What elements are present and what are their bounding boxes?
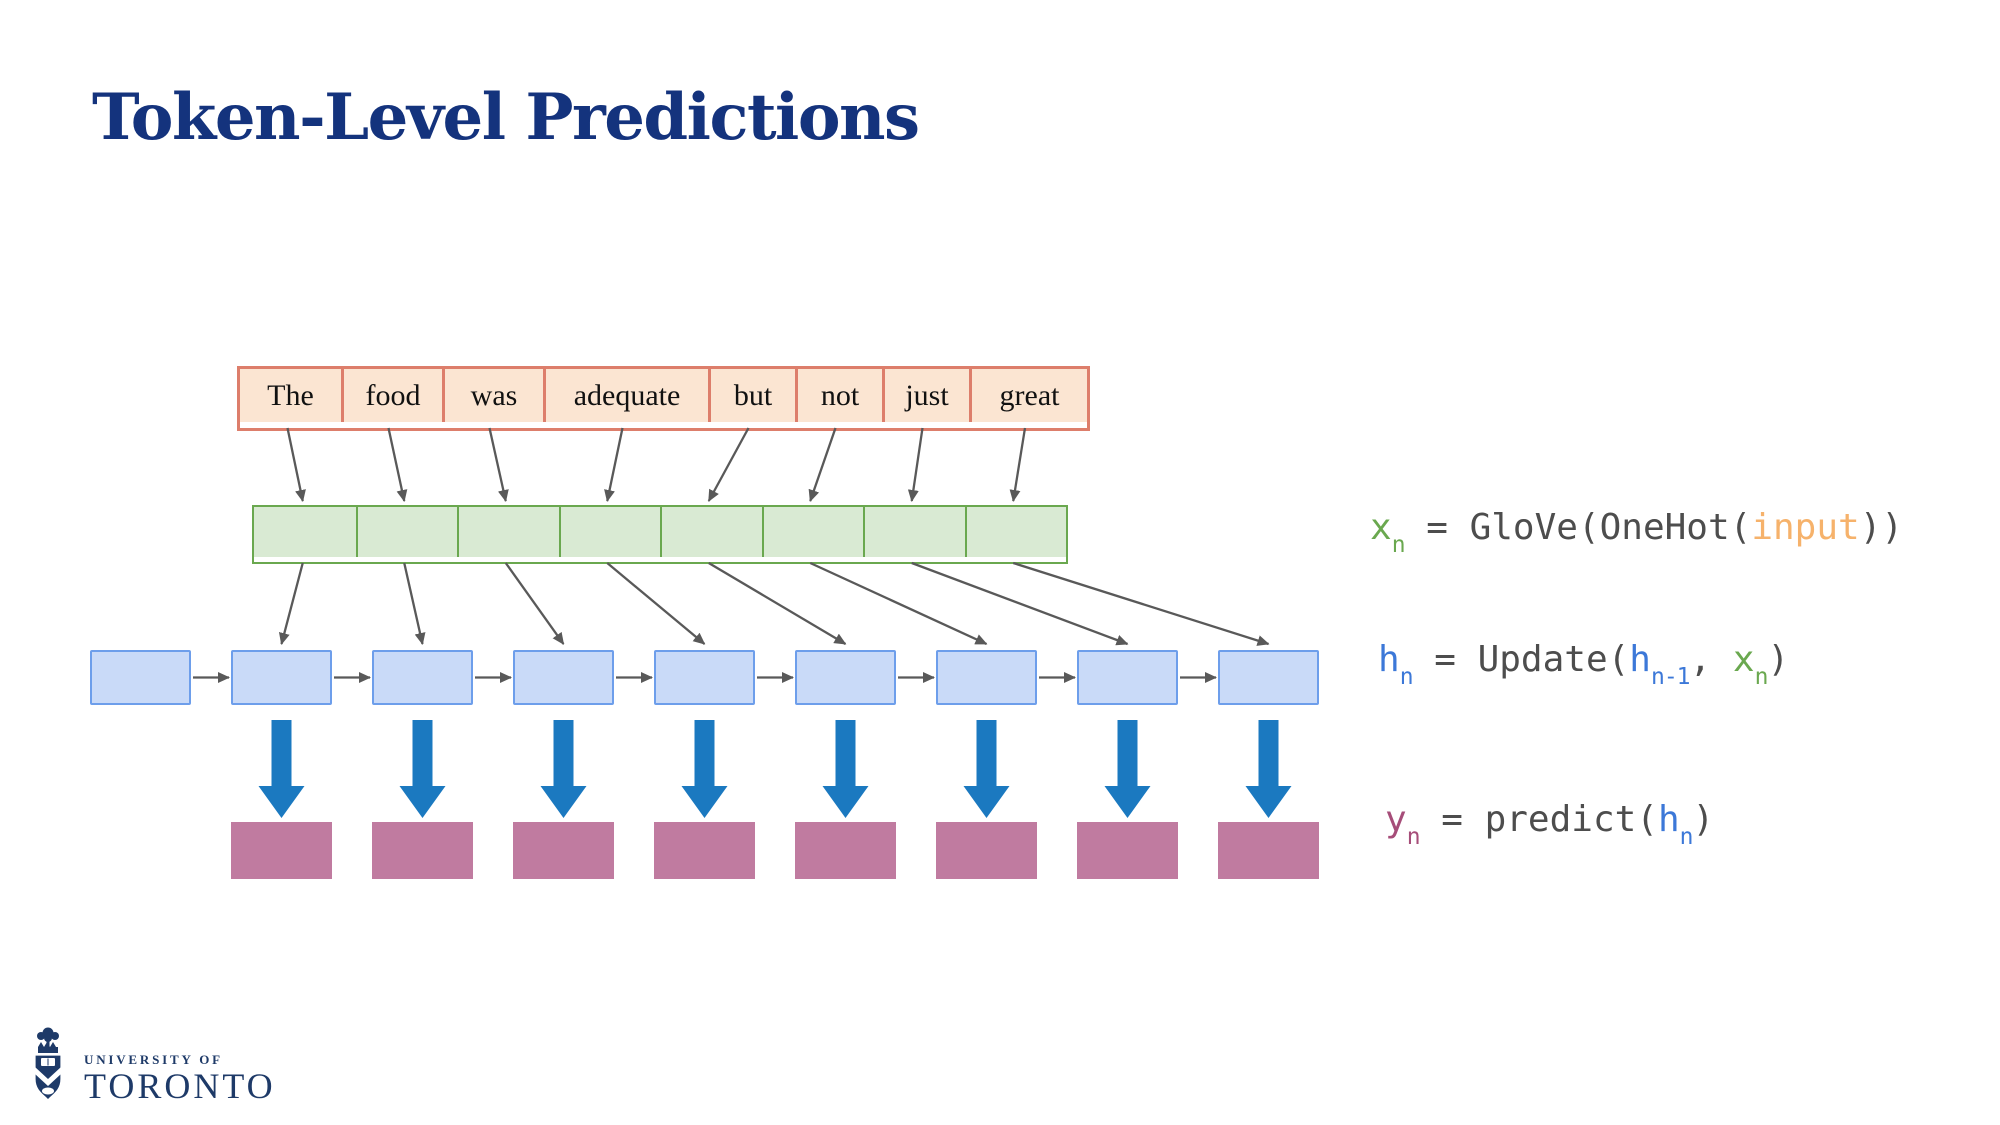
equation-segment: x	[1370, 507, 1392, 548]
predict-arrow-icon	[822, 720, 869, 818]
logo-university-of: UNIVERSITY OF	[84, 1051, 223, 1067]
token-cell-food: food	[341, 369, 442, 422]
equation-segment: input	[1751, 507, 1860, 548]
page-title: Token-Level Predictions	[92, 80, 920, 155]
prediction-box	[231, 822, 332, 879]
equation-segment: ))	[1859, 507, 1904, 548]
embedding-cell	[863, 507, 965, 557]
equation-segment: n	[1399, 664, 1414, 690]
embedding-cell	[660, 507, 762, 557]
token-cell-just: just	[882, 369, 969, 422]
embedding-to-hidden-arrow	[606, 562, 706, 645]
equation-segment: h	[1657, 799, 1680, 840]
hidden-state-box	[1077, 650, 1178, 705]
embedding-cell	[964, 507, 1066, 557]
equation-h: hn = Update(hn-1, xn)	[1378, 638, 1790, 690]
predict-arrow-icon	[399, 720, 446, 818]
hidden-state-box	[90, 650, 191, 705]
prediction-box	[1218, 822, 1319, 879]
equation-segment: )	[1767, 639, 1790, 680]
token-cell-the: The	[240, 369, 341, 422]
uoft-logo: UNIVERSITY OF TORONTO	[28, 1026, 276, 1110]
token-to-embedding-arrow	[387, 427, 408, 502]
token-to-embedding-arrow	[907, 427, 924, 502]
equation-segment: = GloVe(OneHot(	[1404, 507, 1752, 548]
token-cell-but: but	[708, 369, 795, 422]
embedding-to-hidden-arrow	[504, 562, 565, 645]
embedding-to-hidden-arrow	[708, 562, 847, 645]
equation-segment: n	[1406, 824, 1421, 850]
equation-segment: n	[1391, 532, 1406, 558]
uoft-crest-icon	[34, 1027, 62, 1101]
embedding-cell	[558, 507, 660, 557]
embedding-cell	[761, 507, 863, 557]
equation-segment: x	[1732, 639, 1755, 680]
prediction-box	[1077, 822, 1178, 879]
equation-segment: = predict(	[1419, 799, 1658, 840]
predict-arrow-icon	[681, 720, 728, 818]
prediction-box	[936, 822, 1037, 879]
embedding-to-hidden-arrow	[911, 561, 1129, 646]
uoft-logo-text: UNIVERSITY OF TORONTO	[84, 1051, 276, 1106]
embedding-row	[252, 505, 1068, 564]
embedding-to-hidden-arrow	[403, 562, 426, 645]
hidden-state-box	[795, 650, 896, 705]
hidden-state-box	[231, 650, 332, 705]
token-cell-adequate: adequate	[543, 369, 708, 422]
hidden-state-box	[936, 650, 1037, 705]
equation-segment: h	[1629, 639, 1651, 680]
token-to-embedding-arrow	[488, 427, 509, 502]
embedding-cell	[355, 507, 457, 557]
hidden-state-box	[513, 650, 614, 705]
embedding-to-hidden-arrow	[278, 562, 304, 645]
token-to-embedding-arrow	[286, 427, 306, 502]
equation-segment: n	[1679, 824, 1694, 850]
hidden-state-box	[372, 650, 473, 705]
embedding-to-hidden-arrow	[1012, 561, 1270, 646]
embedding-cell	[457, 507, 559, 557]
token-cell-great: great	[969, 369, 1087, 422]
predict-arrow-icon	[1245, 720, 1292, 818]
token-to-embedding-arrow	[1009, 427, 1027, 502]
predict-arrow-icon	[540, 720, 587, 818]
predict-arrow-icon	[258, 720, 305, 818]
token-cell-not: not	[795, 369, 882, 422]
equation-y: yn = predict(hn)	[1385, 798, 1715, 850]
equation-segment: n	[1754, 664, 1769, 690]
token-to-embedding-arrow	[707, 427, 750, 502]
prediction-box	[654, 822, 755, 879]
equation-segment: n-1	[1650, 664, 1691, 690]
equation-segment: )	[1692, 799, 1715, 840]
equation-segment: y	[1385, 799, 1407, 840]
embedding-to-hidden-arrow	[809, 561, 988, 646]
equation-x: xn = GloVe(OneHot(input))	[1370, 506, 1904, 558]
hidden-state-box	[1218, 650, 1319, 705]
equation-segment: = Update(	[1412, 639, 1630, 680]
prediction-box	[795, 822, 896, 879]
equation-segment: ,	[1689, 639, 1733, 680]
prediction-box	[513, 822, 614, 879]
embedding-cell	[254, 507, 356, 557]
logo-toronto: TORONTO	[84, 1065, 276, 1106]
predict-arrow-icon	[1104, 720, 1151, 818]
equation-segment: h	[1378, 639, 1400, 680]
token-to-embedding-arrow	[808, 427, 837, 502]
predict-arrow-icon	[963, 720, 1010, 818]
token-to-embedding-arrow	[604, 427, 624, 502]
token-cell-was: was	[442, 369, 543, 422]
hidden-state-box	[654, 650, 755, 705]
prediction-box	[372, 822, 473, 879]
